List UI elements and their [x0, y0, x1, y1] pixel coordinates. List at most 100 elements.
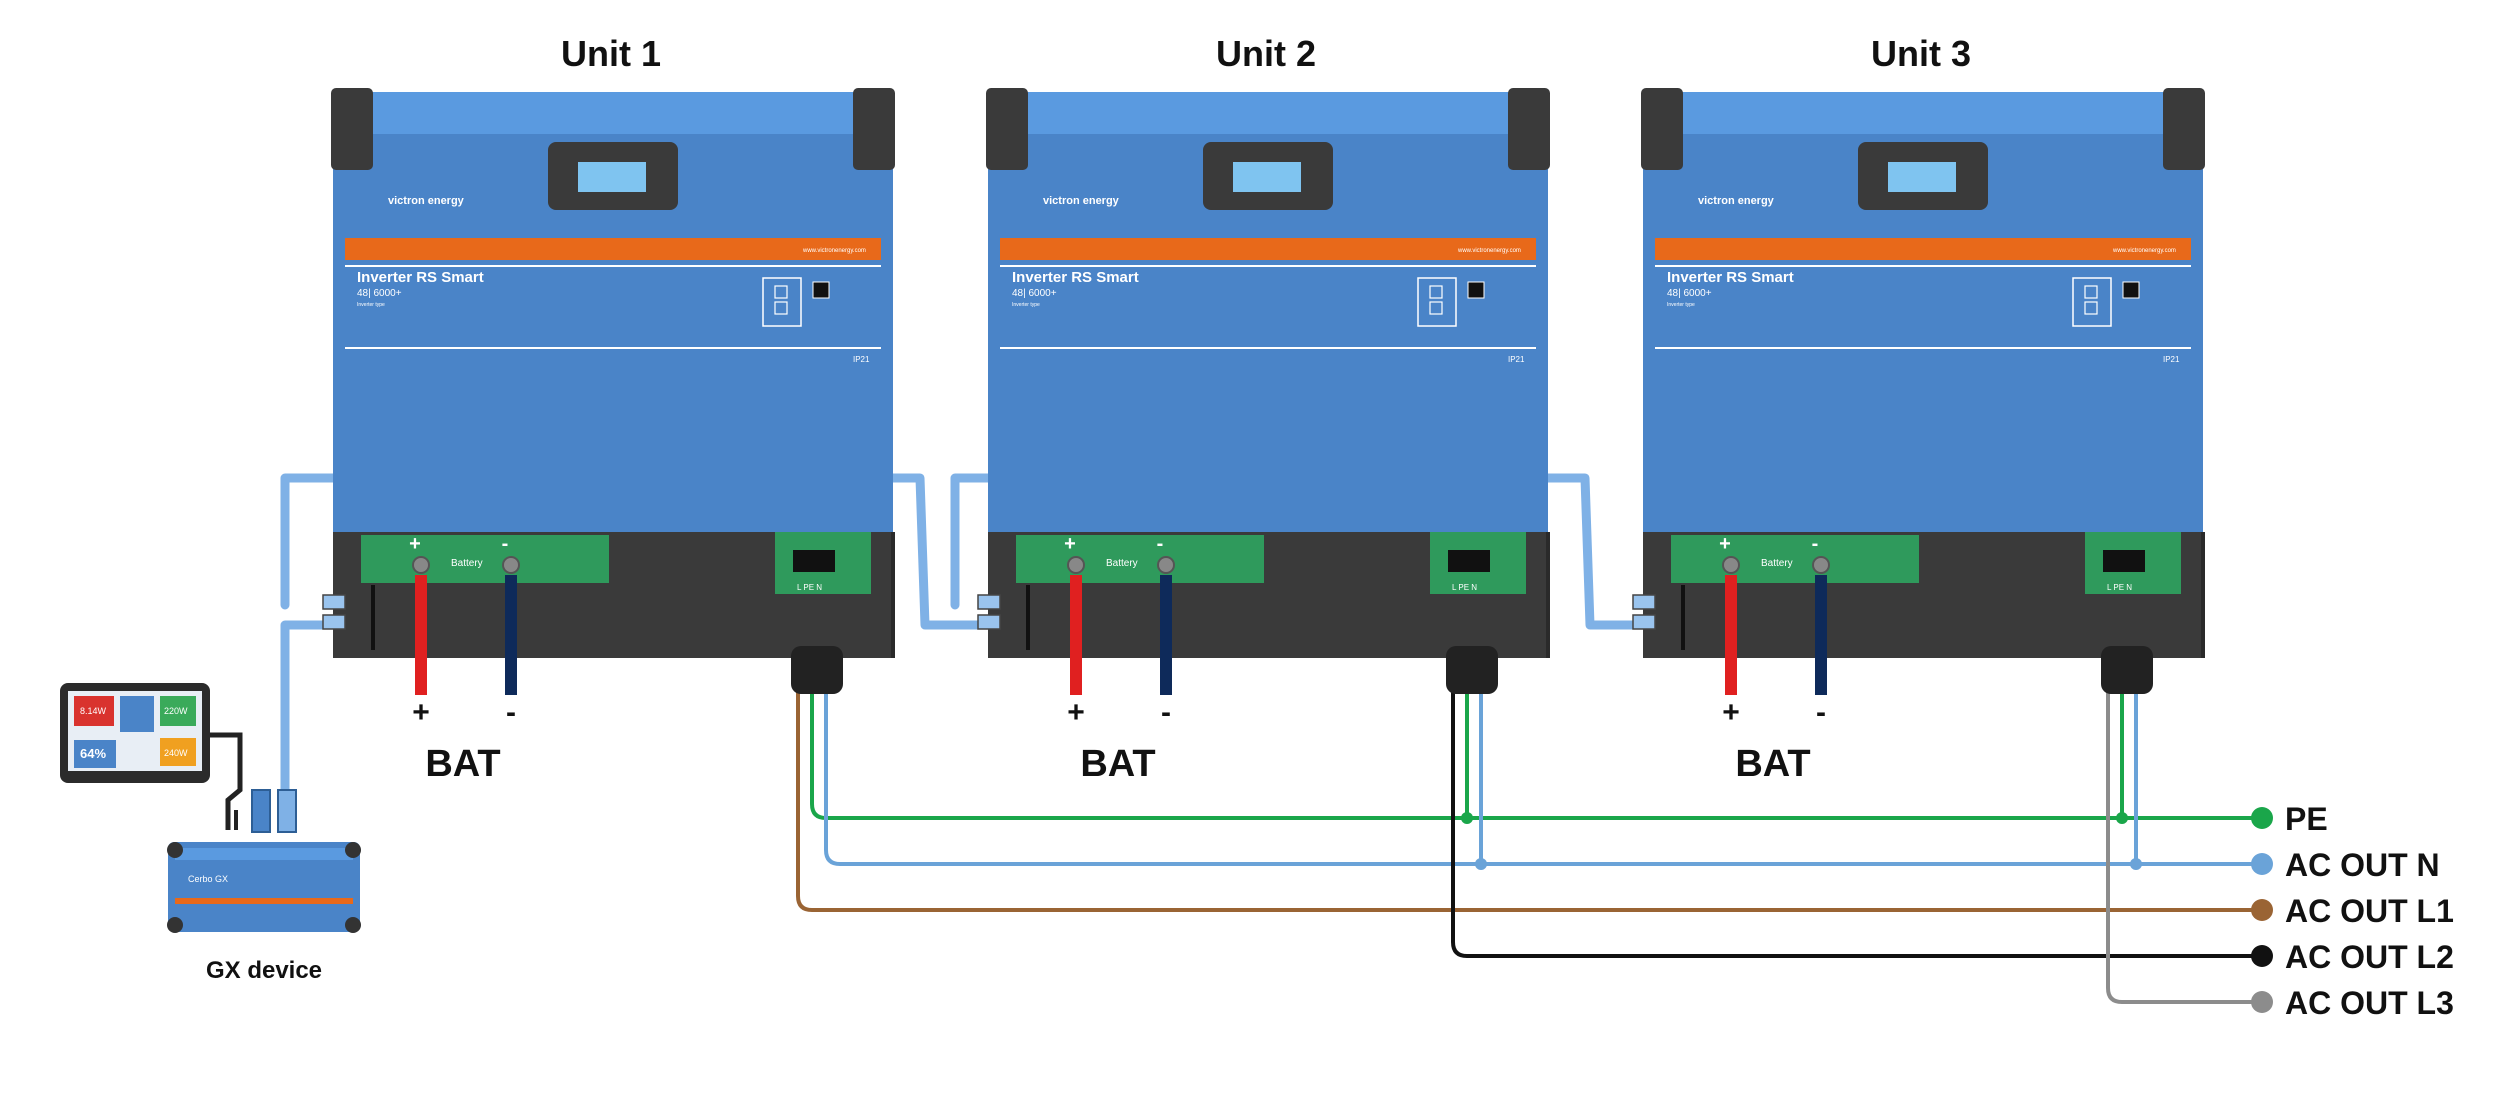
output-label: AC OUT L3 — [2285, 985, 2454, 1021]
corner-bracket-right — [2163, 88, 2205, 170]
cable-gland — [791, 646, 843, 694]
ac-terminal-block — [1448, 550, 1490, 572]
battery-minus-label: - — [506, 696, 516, 729]
output-bus-ac-out-l2 — [1451, 620, 2262, 958]
website-text: www.victronenergy.com — [2112, 248, 2176, 254]
inverter-top-band — [1643, 92, 2203, 134]
screen-tile-3-value: 64% — [80, 746, 106, 761]
connection-area-edge — [891, 532, 895, 658]
qr-code-icon — [812, 281, 830, 299]
screen-tile-battery — [74, 740, 116, 768]
screen-tile-4-value: 240W — [164, 748, 188, 758]
corner-bracket-left — [1641, 88, 1683, 170]
schematic-symbol — [2072, 277, 2112, 327]
product-name: Inverter RS Smart — [1667, 269, 1794, 286]
battery-minus-label: - — [1816, 696, 1826, 729]
inverter-unit-1: Unit 1 victron energy www.victronenergy.co… — [322, 33, 895, 785]
unit-title: Unit 1 — [561, 33, 661, 74]
qr-code-icon — [2122, 281, 2140, 299]
unit-title: Unit 3 — [1871, 33, 1971, 74]
screen-tile-1-value: 8.14W — [80, 706, 107, 716]
brand-logo-text: victron energy — [388, 195, 465, 207]
battery-positive-cable — [415, 575, 427, 695]
positive-bolt — [1067, 556, 1085, 574]
connection-area-edge — [2201, 532, 2205, 658]
display-cable — [210, 732, 243, 830]
battery-positive-cable — [1070, 575, 1082, 695]
screen-tile-inverter — [120, 696, 154, 732]
unit-title: Unit 2 — [1216, 33, 1316, 74]
schematic-box-bottom — [774, 301, 788, 315]
schematic-box-bottom — [2084, 301, 2098, 315]
positive-bolt — [412, 556, 430, 574]
negative-bolt — [1812, 556, 1830, 574]
schematic-box-top — [2084, 285, 2098, 299]
output-label: AC OUT N — [2285, 847, 2440, 883]
battery-board-label: Battery — [1761, 558, 1793, 569]
board-plus-mark: + — [409, 533, 421, 555]
orange-strip — [1000, 238, 1536, 260]
lcd-screen — [1233, 162, 1301, 192]
product-subspec: Inverter type — [357, 302, 385, 308]
brand-logo-text: victron energy — [1698, 195, 1775, 207]
output-label: AC OUT L2 — [2285, 939, 2454, 975]
inverter-top-band — [988, 92, 1548, 134]
ac-terminal-block — [793, 550, 835, 572]
board-plus-mark: + — [1064, 533, 1076, 555]
output-terminal-dot — [2251, 853, 2273, 875]
ac-terminal-labels: L PE N — [797, 583, 822, 592]
ac-terminal-labels: L PE N — [1452, 583, 1477, 592]
negative-bolt — [502, 556, 520, 574]
vebus-port-2 — [977, 614, 1001, 630]
corner-bracket-right — [1508, 88, 1550, 170]
vebus-port-2 — [1632, 614, 1656, 630]
cable-gland — [1446, 646, 1498, 694]
corner-bracket-left — [331, 88, 373, 170]
battery-plus-label: + — [1067, 696, 1085, 729]
product-subspec: Inverter type — [1012, 302, 1040, 308]
output-bus-ac-out-n — [824, 620, 2262, 866]
cert-marks: IP21 — [1508, 355, 1525, 364]
output-bus-ac-out-l1 — [796, 620, 2262, 912]
output-terminal-dot — [2251, 807, 2273, 829]
battery-plus-label: + — [412, 696, 430, 729]
battery-terminal-board — [1016, 535, 1264, 583]
junction-dot — [2116, 812, 2128, 824]
bat-label: BAT — [425, 743, 500, 785]
positive-bolt — [1722, 556, 1740, 574]
vebus-port-2 — [322, 614, 346, 630]
website-text: www.victronenergy.com — [802, 248, 866, 254]
output-label: AC OUT L1 — [2285, 893, 2454, 929]
vebus-port-1 — [1632, 594, 1656, 610]
ac-terminal-labels: L PE N — [2107, 583, 2132, 592]
bat-label: BAT — [1080, 743, 1155, 785]
ve-bus-cable-unit2-to-unit3 — [950, 473, 1650, 630]
lcd-screen — [1888, 162, 1956, 192]
ve-bus-cable-unit1-to-unit2 — [280, 473, 995, 630]
battery-board-label: Battery — [1106, 558, 1138, 569]
corner-bracket-left — [986, 88, 1028, 170]
schematic-box-bottom — [1429, 301, 1443, 315]
battery-plus-label: + — [1722, 696, 1740, 729]
corner-bracket-right — [853, 88, 895, 170]
product-spec: 48| 6000+ — [357, 288, 402, 299]
cert-marks: IP21 — [853, 355, 870, 364]
bat-label: BAT — [1735, 743, 1810, 785]
inverter-top-band — [333, 92, 893, 134]
board-minus-mark: - — [1157, 533, 1164, 555]
schematic-box-top — [1429, 285, 1443, 299]
orange-strip — [345, 238, 881, 260]
inverter-unit-3: Unit 3 victron energy www.victronenergy.co… — [1632, 33, 2205, 785]
vebus-port-1 — [977, 594, 1001, 610]
battery-minus-label: - — [1161, 696, 1171, 729]
product-name: Inverter RS Smart — [357, 269, 484, 286]
product-name: Inverter RS Smart — [1012, 269, 1139, 286]
screen-tile-dc — [160, 738, 196, 766]
screen-tile-2-value: 220W — [164, 706, 188, 716]
battery-negative-cable — [505, 575, 517, 695]
battery-terminal-board — [361, 535, 609, 583]
board-minus-mark: - — [1812, 533, 1819, 555]
product-spec: 48| 6000+ — [1012, 288, 1057, 299]
output-bus-ac-out-l3 — [2106, 620, 2262, 1004]
